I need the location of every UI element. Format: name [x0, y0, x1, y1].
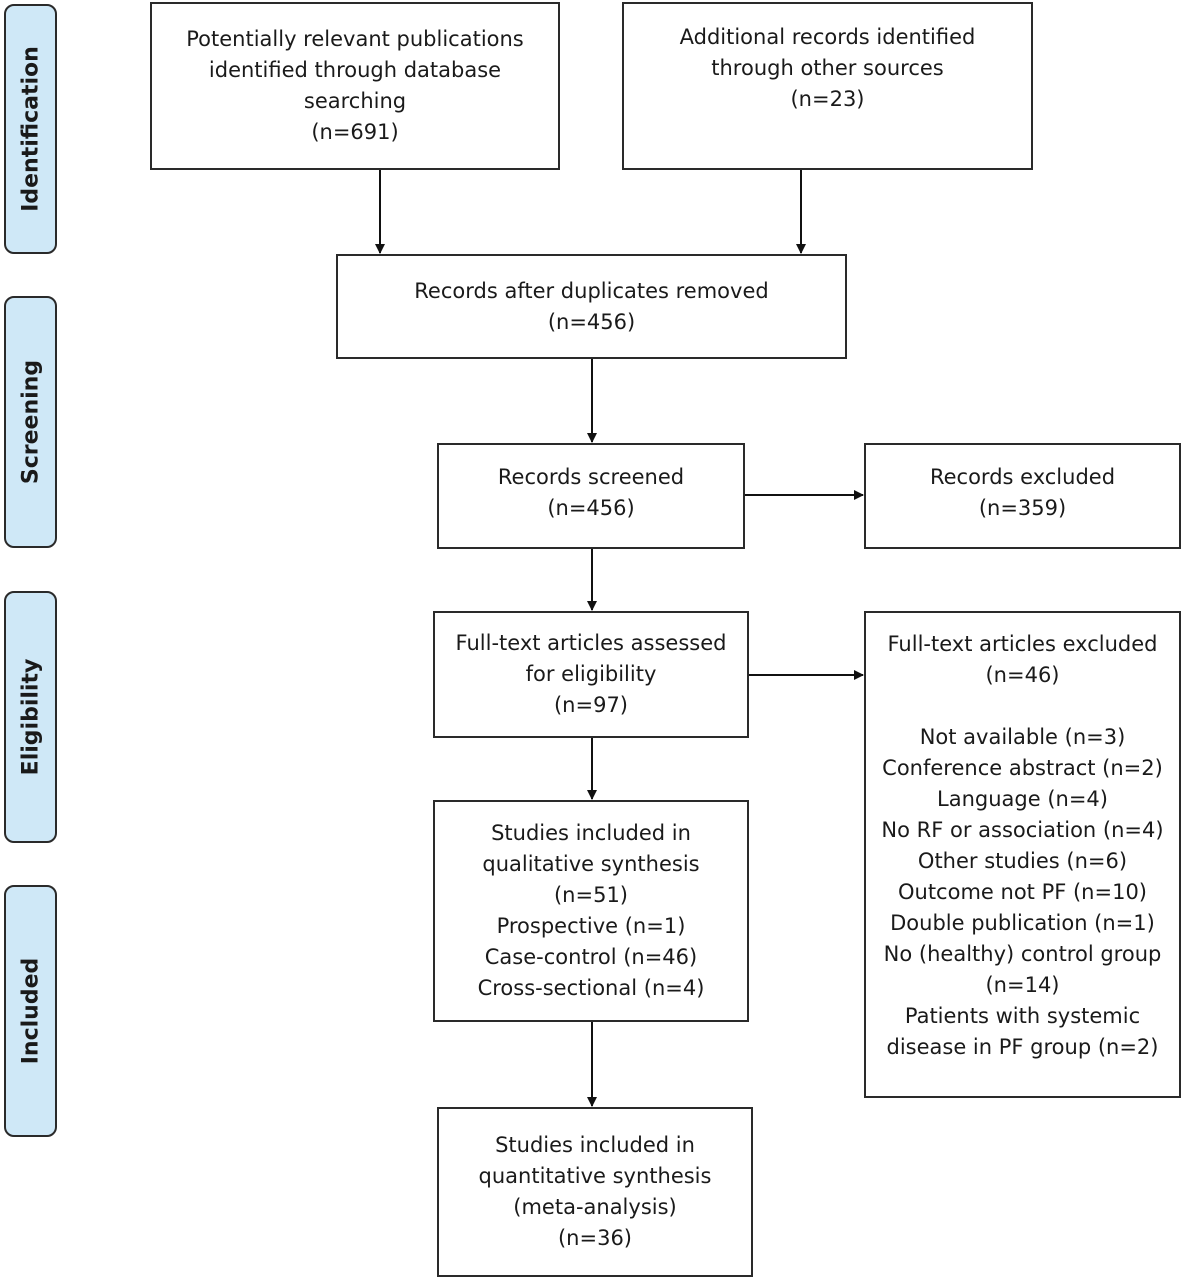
- box-line: for eligibility: [525, 662, 657, 686]
- exclusion-reason: Double publication (n=1): [890, 911, 1155, 935]
- box-count: (n=456): [547, 496, 635, 520]
- stage-included: Included: [4, 885, 57, 1137]
- exclusion-reason: Not available (n=3): [919, 725, 1126, 749]
- box-other-sources: Additional records identified through ot…: [622, 2, 1033, 170]
- box-quantitative-synthesis: Studies included in quantitative synthes…: [437, 1107, 753, 1277]
- exclusion-reason: disease in PF group (n=2): [886, 1035, 1159, 1059]
- stage-identification: Identification: [4, 4, 57, 254]
- box-count: (n=359): [978, 496, 1067, 520]
- box-line: (meta-analysis): [513, 1195, 677, 1219]
- box-fulltext-assessed: Full-text articles assessed for eligibil…: [433, 611, 749, 738]
- exclusion-reason: Conference abstract (n=2): [882, 756, 1163, 780]
- box-count: (n=456): [547, 309, 636, 334]
- box-count: (n=691): [311, 120, 399, 144]
- box-line: through other sources: [711, 56, 944, 80]
- box-qualitative-synthesis: Studies included in qualitative synthesi…: [433, 800, 749, 1022]
- box-line: searching: [303, 89, 407, 113]
- box-line: Studies included in: [495, 1133, 695, 1157]
- box-title: Full-text articles excluded: [887, 632, 1158, 656]
- exclusion-reason: (n=14): [985, 973, 1060, 997]
- exclusion-reason: Other studies (n=6): [917, 849, 1128, 873]
- box-line: qualitative synthesis: [482, 852, 700, 876]
- study-type: Case-control (n=46): [484, 945, 698, 969]
- box-database-search: Potentially relevant publications identi…: [150, 2, 560, 170]
- box-line: Potentially relevant publications: [186, 27, 524, 51]
- box-line: Additional records identified: [679, 25, 976, 49]
- box-line: quantitative synthesis: [478, 1164, 712, 1188]
- box-line: identified through database: [208, 58, 502, 82]
- stage-screening: Screening: [4, 296, 57, 548]
- box-records-excluded: Records excluded (n=359): [864, 443, 1181, 549]
- box-line: Records excluded: [929, 465, 1116, 489]
- box-line: Records after duplicates removed: [414, 278, 769, 303]
- box-count: (n=23): [790, 87, 865, 111]
- exclusion-reason: Outcome not PF (n=10): [897, 880, 1148, 904]
- exclusion-reason: Language (n=4): [937, 787, 1108, 811]
- box-duplicates-removed: Records after duplicates removed (n=456): [336, 254, 847, 359]
- exclusion-reason: Patients with systemic: [904, 1004, 1141, 1028]
- box-count: (n=36): [557, 1226, 632, 1250]
- exclusion-reason: No (healthy) control group: [883, 942, 1162, 966]
- study-type: Cross-sectional (n=4): [477, 976, 705, 1000]
- box-records-screened: Records screened (n=456): [437, 443, 745, 549]
- box-line: Studies included in: [491, 821, 691, 845]
- box-count: (n=97): [553, 693, 628, 717]
- box-count: (n=46): [985, 663, 1060, 687]
- exclusion-reason: No RF or association (n=4): [881, 818, 1164, 842]
- box-fulltext-excluded: Full-text articles excluded (n=46) Not a…: [864, 611, 1181, 1098]
- stage-eligibility: Eligibility: [4, 591, 57, 843]
- box-line: Records screened: [497, 465, 685, 489]
- box-count: (n=51): [553, 883, 628, 907]
- study-type: Prospective (n=1): [496, 914, 686, 938]
- box-line: Full-text articles assessed: [455, 631, 727, 655]
